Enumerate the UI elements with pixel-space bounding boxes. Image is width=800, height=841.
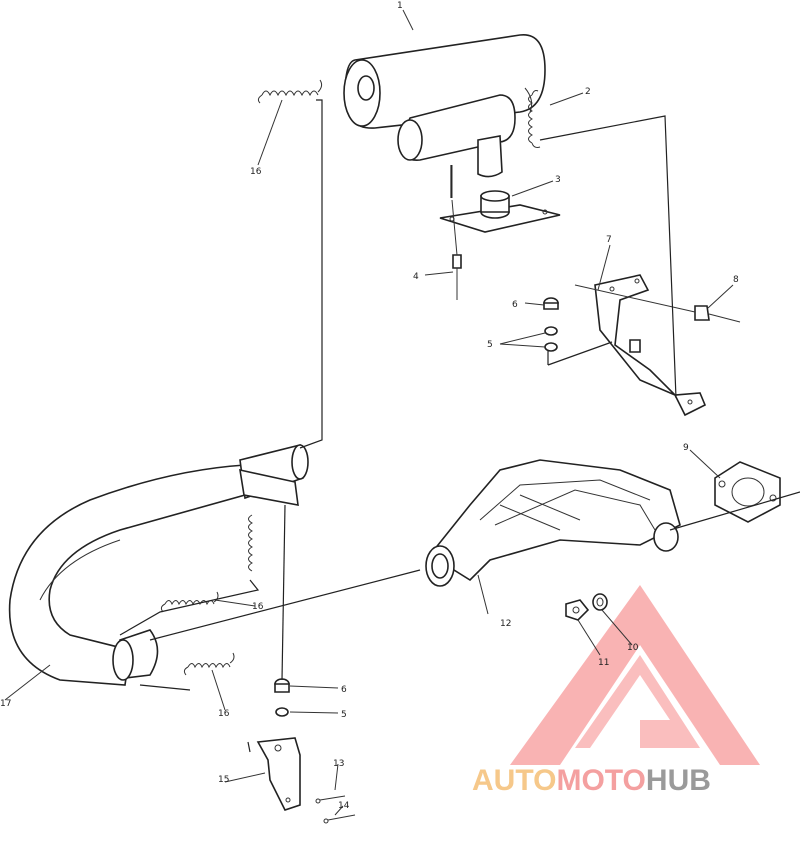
callout-6-upper: 6 <box>512 300 518 310</box>
callout-11: 11 <box>598 658 609 668</box>
callout-14: 14 <box>338 801 350 811</box>
bolt-8 <box>574 284 741 323</box>
watermark-text-hub: HUB <box>646 764 711 797</box>
callout-3: 3 <box>555 175 561 185</box>
callout-7: 7 <box>606 235 612 245</box>
spring-vertical <box>248 514 254 572</box>
spring-16-mid <box>160 591 219 613</box>
callout-10: 10 <box>627 643 639 653</box>
callout-9: 9 <box>683 443 689 453</box>
callout-16-top: 16 <box>250 167 262 177</box>
gasket-9 <box>714 461 781 523</box>
manifold-12 <box>425 459 681 587</box>
bracket-7 <box>594 274 707 417</box>
callout-4: 4 <box>413 272 419 282</box>
callout-13: 13 <box>333 759 344 769</box>
callout-5-lower: 5 <box>341 710 347 720</box>
washer-10 <box>592 593 608 611</box>
watermark-text-auto: AUTO <box>472 764 556 797</box>
watermark-logo <box>510 585 760 765</box>
mount-plate-3 <box>439 190 561 233</box>
spring-16-low <box>183 652 235 676</box>
callout-numbers: 1 2 3 4 6 5 7 8 9 16 16 16 12 11 10 17 6… <box>0 1 739 811</box>
callout-17: 17 <box>0 699 11 709</box>
callout-8: 8 <box>733 275 739 285</box>
bracket-15 <box>256 737 301 811</box>
callout-16-low: 16 <box>218 709 230 719</box>
callout-1: 1 <box>397 1 403 11</box>
callout-6-lower: 6 <box>341 685 347 695</box>
spring-2 <box>528 90 541 148</box>
spring-16-top <box>257 79 323 104</box>
grommet-washer-upper <box>543 297 559 352</box>
grommet-washer-lower <box>274 678 290 717</box>
callout-5-upper: 5 <box>487 340 493 350</box>
muffler <box>343 34 546 178</box>
callout-16-mid: 16 <box>252 602 264 612</box>
leader-lines <box>4 9 734 816</box>
watermark-text: AUTOMOTOHUB <box>472 764 711 797</box>
callout-2: 2 <box>585 87 591 97</box>
bolt-13 <box>315 795 346 804</box>
head-pipe-17 <box>8 443 309 686</box>
watermark-text-moto: MOTO <box>556 764 645 797</box>
stud-4 <box>451 165 462 300</box>
callout-15: 15 <box>218 775 229 785</box>
nut-11 <box>565 599 590 621</box>
callout-12: 12 <box>500 619 511 629</box>
assembly-lines <box>119 99 800 753</box>
bolt-14 <box>323 814 356 824</box>
